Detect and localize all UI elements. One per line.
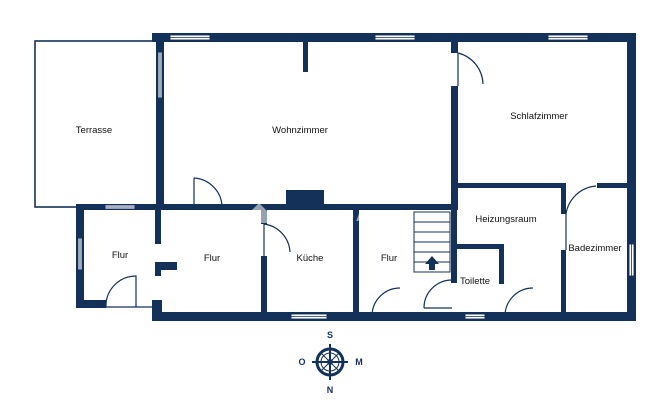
room-label-terrasse: Terrasse <box>76 125 112 136</box>
room-label-wohnzimmer: Wohnzimmer <box>272 125 328 136</box>
compass-letter-right: M <box>355 357 363 367</box>
room-label-kueche: Küche <box>297 253 324 264</box>
stair-arrow-icon <box>425 256 439 270</box>
compass: S M N O <box>298 330 362 395</box>
compass-letter-left: O <box>298 357 305 367</box>
watermark: HOMEDAY <box>249 203 379 225</box>
staircase <box>413 211 451 273</box>
compass-letter-top: S <box>327 330 333 340</box>
watermark-text: HOMEDAY <box>290 208 379 225</box>
room-label-schlafzimmer: Schlafzimmer <box>510 111 568 122</box>
room-label-badezimmer: Badezimmer <box>568 243 621 254</box>
compass-letter-bottom: N <box>327 385 334 395</box>
room-label-toilette: Toilette <box>460 276 490 287</box>
room-label-flur-middle: Flur <box>204 253 220 264</box>
room-label-heizungsraum: Heizungsraum <box>475 214 536 225</box>
room-labels: Terrasse Wohnzimmer Schlafzimmer Heizung… <box>76 111 622 287</box>
windows <box>77 34 635 320</box>
doors <box>105 52 597 317</box>
terrace-outline <box>34 40 160 208</box>
room-label-flur-left: Flur <box>112 250 128 261</box>
room-label-flur-right: Flur <box>381 253 397 264</box>
watermark-logo-icon <box>249 203 269 223</box>
compass-rose-icon <box>312 344 348 380</box>
